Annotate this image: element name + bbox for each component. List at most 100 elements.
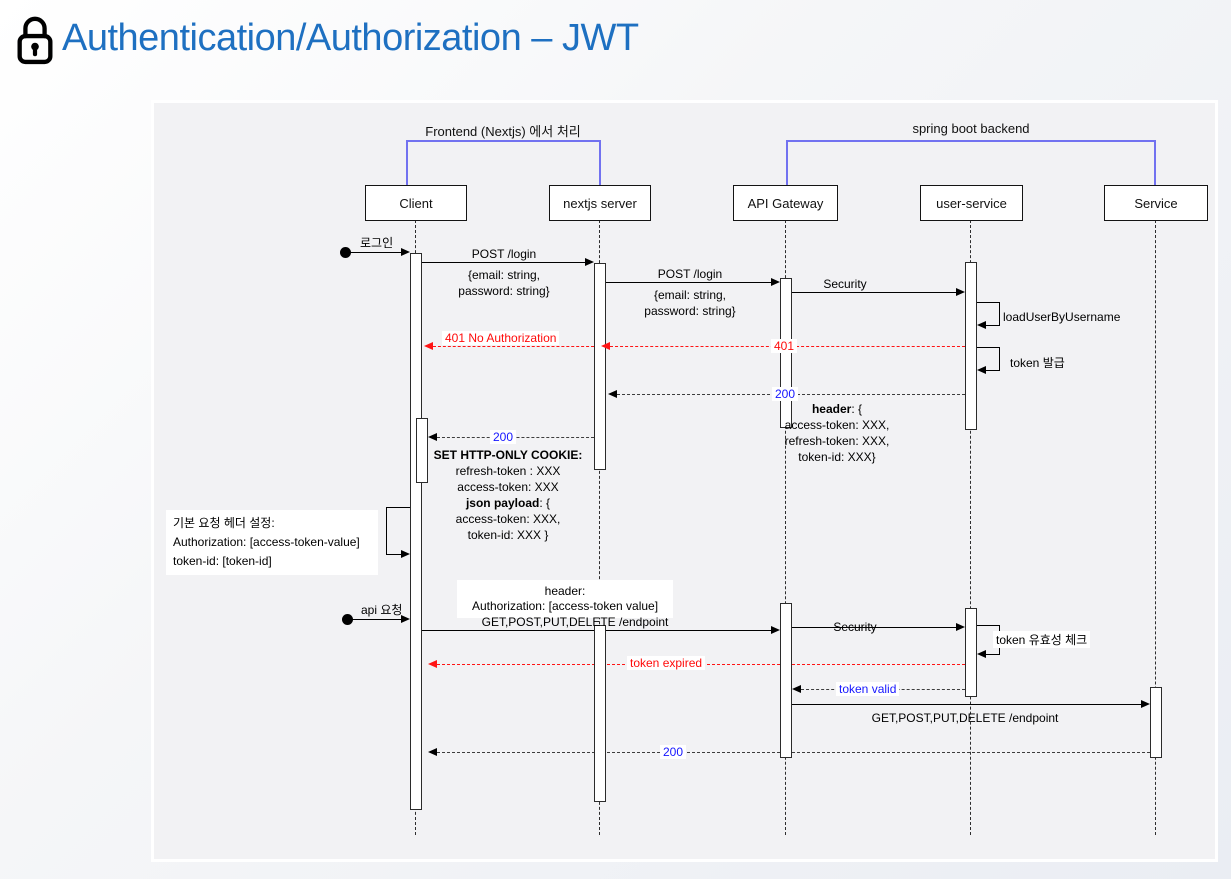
- message-line-401-no-auth: [433, 346, 594, 347]
- note-line: header:: [544, 584, 586, 598]
- note-line: Authorization: [access-token-value]: [173, 535, 360, 549]
- cookie-block-title: SET HTTP-ONLY COOKIE:: [433, 448, 583, 462]
- message-label-load-user: loadUserByUsername: [1003, 310, 1121, 324]
- arrowhead-icon: [401, 615, 410, 623]
- message-label-401: 401: [771, 339, 798, 353]
- cookie-block-line: token-id: XXX }: [467, 528, 549, 542]
- message-body-post-login-2: {email: string, password: string}: [644, 288, 736, 318]
- note-request-header: header: Authorization: [access-token val…: [457, 580, 673, 618]
- message-label-post-login-1: POST /login: [471, 247, 537, 261]
- lock-icon: [17, 16, 53, 65]
- message-label-token-check: token 유효성 체크: [993, 631, 1091, 648]
- lifeline-user-service: [970, 220, 971, 835]
- message-body-cookie-block: SET HTTP-ONLY COOKIE: refresh-token : XX…: [398, 447, 618, 543]
- actor-nextjs-server: nextjs server: [549, 185, 651, 221]
- activation-bar-nextjs-2: [594, 625, 606, 802]
- message-line-security-1: [792, 292, 958, 293]
- activation-bar-gateway-2: [780, 603, 792, 758]
- cookie-block-line: access-token: XXX: [457, 480, 559, 494]
- header-block-line: token-id: XXX}: [798, 450, 876, 464]
- message-label-api-trigger: api 요청: [361, 603, 403, 617]
- arrowhead-icon: [401, 248, 410, 256]
- message-body-header-block: header: { access-token: XXX, refresh-tok…: [727, 401, 947, 465]
- activation-bar-nextjs-1: [594, 263, 606, 470]
- message-line-post-login-1: [422, 262, 587, 263]
- message-label-401-no-auth: 401 No Authorization: [442, 331, 560, 345]
- actor-client: Client: [365, 185, 467, 221]
- message-label-post-login-2: POST /login: [657, 267, 723, 281]
- arrowhead-icon: [977, 650, 986, 658]
- arrowhead-icon: [428, 660, 437, 668]
- selfcall-line: [977, 347, 1000, 348]
- page-title: Authentication/Authorization – JWT: [62, 16, 639, 59]
- page-header: Authentication/Authorization – JWT: [12, 10, 639, 66]
- arrowhead-icon: [956, 288, 965, 296]
- lifeline-nextjs-server: [599, 220, 600, 835]
- arrowhead-icon: [771, 278, 780, 286]
- found-message-dot: [342, 614, 353, 625]
- arrowhead-icon: [1141, 700, 1150, 708]
- header-block-rest: : {: [851, 402, 863, 416]
- message-label-token-valid: token valid: [836, 682, 900, 696]
- cookie-block-line: access-token: XXX,: [455, 512, 561, 526]
- message-label-200-b: 200: [490, 430, 517, 444]
- activation-bar-service: [1150, 687, 1162, 758]
- message-label-token-expired: token expired: [627, 656, 706, 670]
- activation-bar-user-service-1: [965, 262, 977, 430]
- message-line-api-request: [352, 619, 403, 620]
- arrowhead-icon: [608, 390, 617, 398]
- selfcall-line: [986, 325, 1000, 326]
- cookie-block-line: refresh-token : XXX: [455, 464, 561, 478]
- message-label-200-c: 200: [660, 745, 687, 759]
- arrowhead-icon: [585, 258, 594, 266]
- message-line-200-c: [437, 752, 1150, 753]
- group-bracket-frontend: [406, 140, 601, 185]
- selfcall-line: [999, 347, 1000, 371]
- message-body-post-login-1: {email: string, password: string}: [458, 268, 550, 298]
- activation-bar-client: [410, 253, 422, 810]
- message-label-get-endpoint-1: GET,POST,PUT,DELETE /endpoint: [481, 615, 669, 629]
- note-line: Authorization: [access-token value]: [471, 599, 659, 613]
- arrowhead-icon: [601, 342, 610, 350]
- selfcall-line: [986, 654, 1000, 655]
- arrowhead-icon: [424, 342, 433, 350]
- diagram-panel: [151, 100, 1218, 862]
- message-line-get-endpoint-2: [792, 704, 1142, 705]
- message-label-login-trigger: 로그인: [360, 236, 394, 250]
- arrowhead-icon: [401, 550, 410, 558]
- message-label-security-1: Security: [823, 277, 867, 291]
- selfcall-line: [977, 625, 1000, 626]
- actor-api-gateway: API Gateway: [733, 185, 838, 221]
- header-block-line: refresh-token: XXX,: [784, 434, 890, 448]
- selfcall-line: [999, 302, 1000, 326]
- selfcall-line: [986, 370, 1000, 371]
- selfcall-line: [977, 302, 1000, 303]
- header-block-bold: header: [811, 402, 852, 416]
- selfcall-line: [386, 507, 387, 555]
- lifeline-api-gateway: [785, 220, 786, 835]
- actor-service: Service: [1104, 185, 1208, 221]
- message-label-200-a: 200: [772, 387, 799, 401]
- group-label-backend: spring boot backend: [912, 121, 1030, 136]
- activation-bar-client-nested: [416, 418, 428, 483]
- arrowhead-icon: [977, 321, 986, 329]
- arrowhead-icon: [792, 685, 801, 693]
- group-bracket-backend: [786, 140, 1156, 185]
- actor-user-service: user-service: [920, 185, 1023, 221]
- header-block-line: access-token: XXX,: [784, 418, 890, 432]
- message-line-login: [350, 252, 403, 253]
- note-line: 기본 요청 헤더 설정:: [173, 516, 275, 530]
- selfcall-line: [386, 507, 410, 508]
- found-message-dot: [340, 247, 351, 258]
- cookie-block-bold: json payload: [465, 496, 540, 510]
- group-label-frontend: Frontend (Nextjs) 에서 처리: [425, 124, 581, 139]
- arrowhead-icon: [956, 623, 965, 631]
- message-line-post-login-2: [606, 282, 773, 283]
- message-label-get-endpoint-2: GET,POST,PUT,DELETE /endpoint: [871, 711, 1059, 725]
- arrowhead-icon: [428, 748, 437, 756]
- message-label-security-2: Security: [833, 620, 877, 634]
- selfcall-line: [386, 554, 402, 555]
- lifeline-service: [1155, 220, 1156, 835]
- arrowhead-icon: [977, 366, 986, 374]
